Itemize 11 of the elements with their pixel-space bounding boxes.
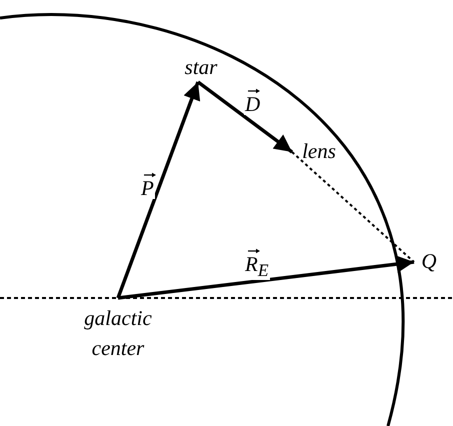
node-label: lens [296, 136, 342, 166]
vector-label: P [140, 172, 155, 199]
vector-label: D [244, 88, 262, 115]
vector-label: R$_{E}$ [244, 248, 270, 280]
vector-arrow [116, 81, 200, 299]
node-label: galactic center [70, 303, 166, 364]
node-label: star [178, 52, 224, 82]
vector-arrow [118, 255, 414, 300]
node-label: Q [418, 246, 440, 276]
dashed-line [291, 151, 415, 263]
vector-arrow [196, 80, 294, 154]
